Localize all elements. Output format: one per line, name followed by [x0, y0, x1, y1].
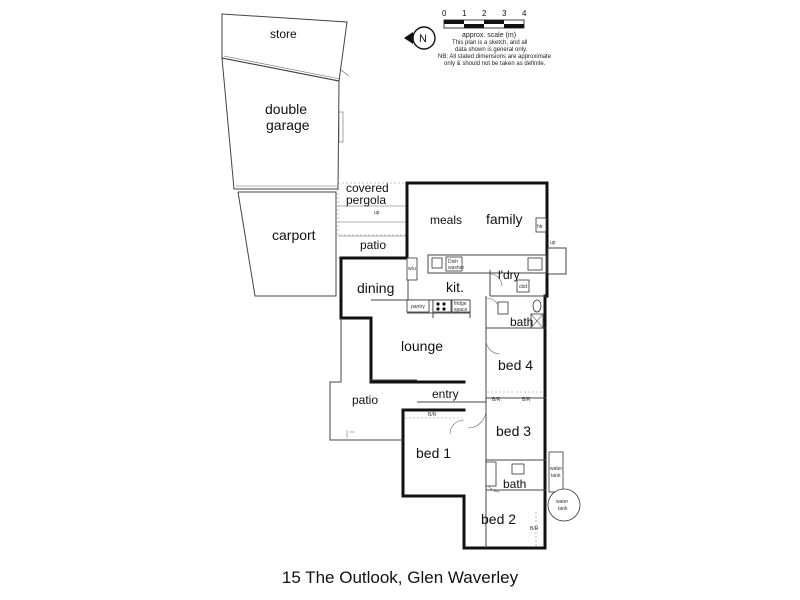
covered-pergola-label-1: covered [346, 181, 389, 195]
kitchen-label: kit. [446, 279, 464, 295]
room-labels: store double garage covered pergola carp… [265, 27, 533, 527]
scale-note-1: This plan is a sketch, and all [452, 40, 527, 46]
garage-block [221, 13, 350, 190]
pantry-box [406, 299, 430, 313]
heater-label: htr [537, 224, 543, 230]
side-up-label: up [550, 240, 556, 246]
bed1-label: bed 1 [416, 445, 451, 461]
water-tank-label-2: tank [551, 473, 561, 479]
water-tank-rect [548, 451, 564, 493]
internal-walls [370, 254, 547, 548]
dishwasher-label-1: Dish [448, 259, 458, 265]
water-tank-round-label-1: water [556, 499, 569, 505]
cbd-label: cbd [519, 284, 527, 290]
linen-box [516, 279, 530, 293]
bath-lower-tub [485, 461, 497, 487]
wall-unit [406, 257, 418, 281]
scale-bar: 0 1 2 3 4 approx. scale (m) This plan is… [438, 9, 552, 67]
bed2-label: bed 2 [481, 511, 516, 527]
toilet-upper [532, 299, 542, 313]
scale-tick-2: 2 [482, 9, 487, 18]
scale-tick-1: 1 [462, 9, 467, 18]
family-label: family [486, 211, 523, 227]
bed3-label: bed 3 [496, 423, 531, 439]
covered-pergola-label-2: pergola [346, 193, 386, 207]
patio-left-area [329, 318, 403, 441]
scale-label: approx. scale (m) [462, 32, 516, 39]
scale-tick-4: 4 [522, 9, 527, 18]
br-bed1-label: B/R [428, 412, 437, 418]
store-outline [221, 13, 348, 82]
bed4-label: bed 4 [498, 357, 533, 373]
pantry-label: pantry [411, 304, 425, 310]
fridge-space-label-2: space [454, 307, 468, 313]
scale-tick-0: 0 [442, 9, 447, 18]
kitchen-sink [431, 257, 443, 269]
basin-lower [511, 463, 525, 475]
dishwasher-box [445, 256, 463, 272]
patio-left-label: patio [352, 393, 378, 407]
dishwasher-label-2: washer [448, 265, 464, 271]
double-garage-label-1: double [265, 101, 307, 117]
patio-top-label: patio [360, 238, 386, 252]
scale-note-2: data shown is general only. [455, 47, 528, 53]
scale-note-4: only & should not be taken as definite. [444, 61, 546, 67]
water-tank-label-1: water [550, 466, 563, 472]
pergola-up-label: up [374, 210, 380, 216]
fridge-space-box [451, 299, 471, 313]
laundry-trough [527, 257, 543, 271]
cooktop [432, 299, 452, 313]
carport-label: carport [272, 227, 316, 243]
house-walls [339, 181, 549, 550]
heater-unit [535, 217, 547, 233]
bath-lower-label: bath [503, 477, 526, 491]
scale-note-3: NB: All stated dimensions are approximat… [438, 54, 552, 60]
fixtures: pantry fridge space Dish washer cbd htr … [374, 210, 581, 546]
store-label: store [270, 27, 297, 41]
br-bed3-label: B/R [522, 397, 531, 403]
br-bed4-label: B/R [492, 397, 501, 403]
bath-upper-label: bath [510, 315, 533, 329]
scale-tick-3: 3 [502, 9, 507, 18]
compass-arrow [404, 32, 413, 44]
laundry-label: l'dry [498, 268, 520, 282]
property-address: 15 The Outlook, Glen Waverley [281, 568, 519, 587]
side-deck [547, 247, 567, 275]
carport-outline [237, 191, 337, 297]
lounge-label: lounge [401, 338, 443, 354]
water-tank-round [547, 488, 581, 522]
compass: N [404, 26, 436, 50]
basin-upper [497, 301, 509, 315]
fridge-space-label-1: fridge [454, 301, 467, 307]
double-garage-label-2: garage [266, 117, 310, 133]
wall-unit-label: w/u [408, 266, 416, 272]
meals-label: meals [430, 213, 462, 227]
water-tank-round-label-2: tank [558, 506, 568, 512]
compass-label: N [419, 33, 427, 45]
dining-label: dining [357, 280, 394, 296]
br-bed2-label: B/R [530, 526, 539, 532]
entry-label: entry [432, 387, 459, 401]
